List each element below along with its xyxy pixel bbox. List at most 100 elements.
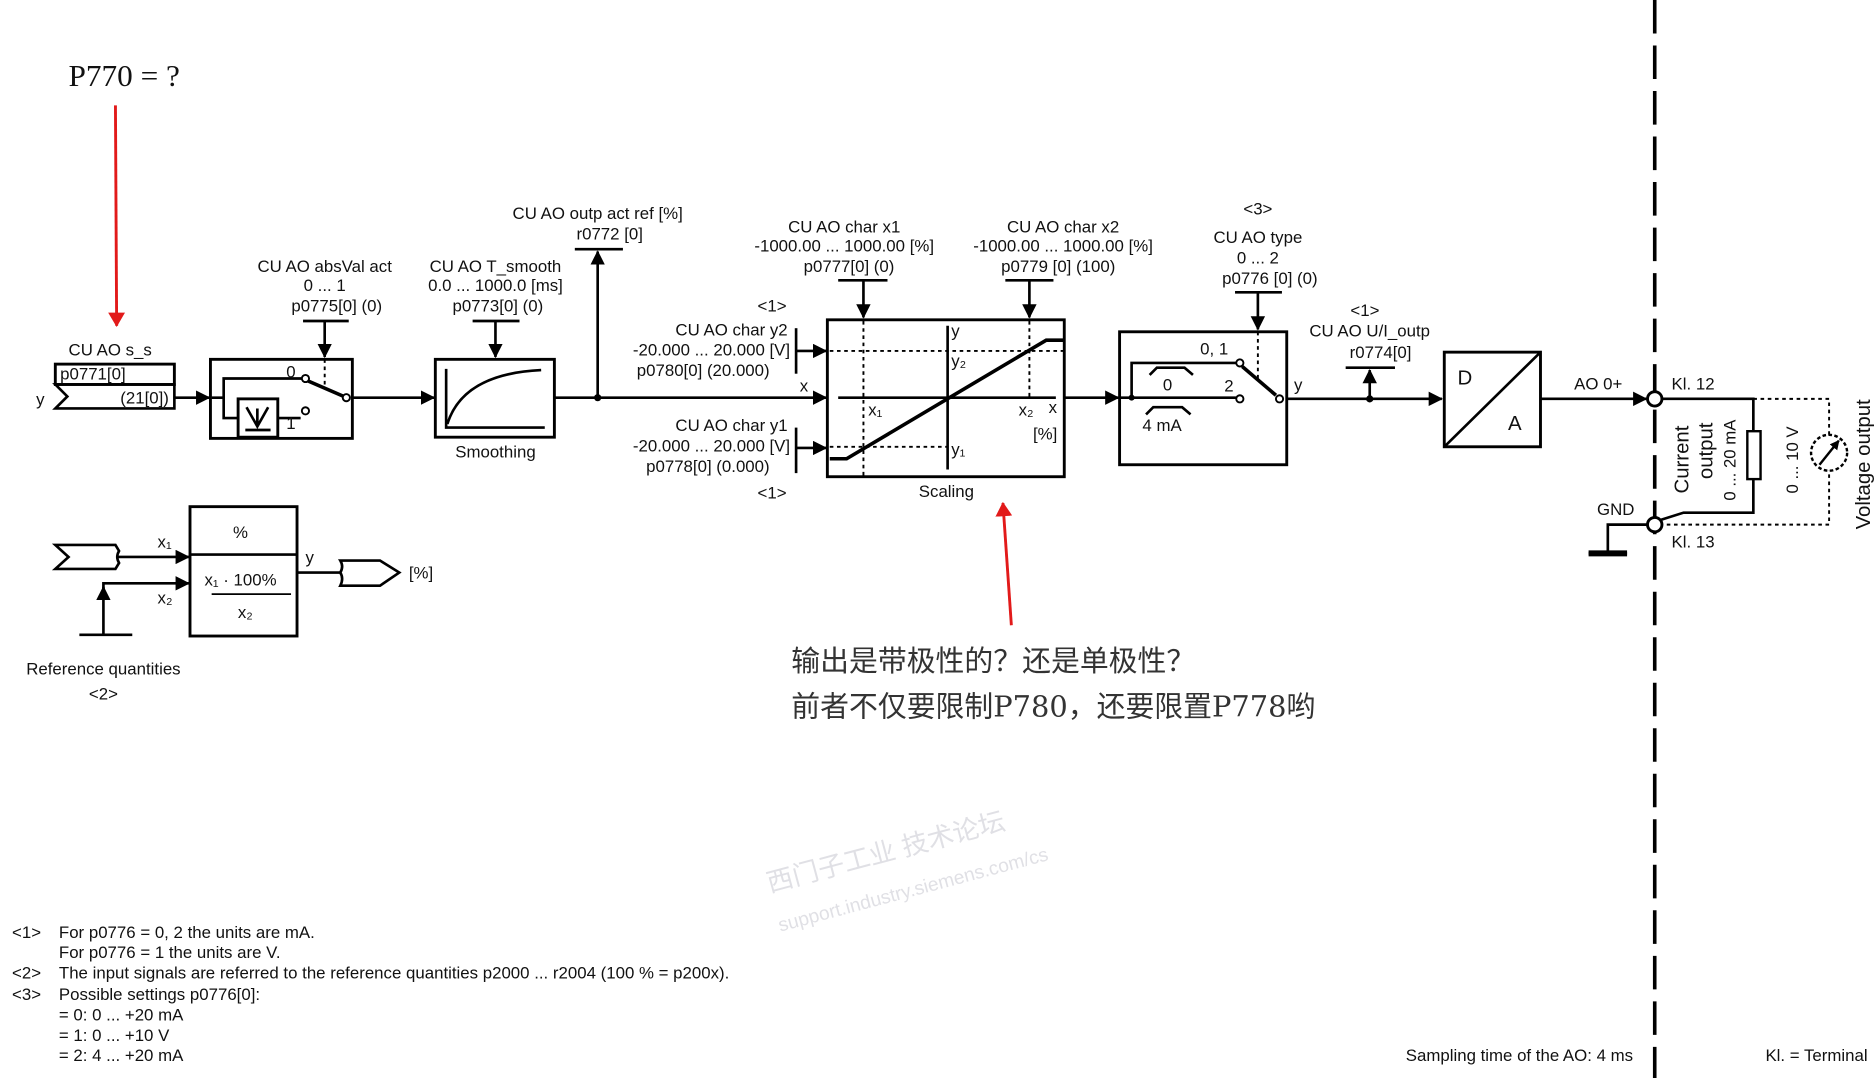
junction [1128, 394, 1135, 401]
source-y-label: y [36, 390, 45, 409]
absval-param: p0775[0] (0) [291, 296, 382, 315]
uioutp-param: r0774[0] [1350, 343, 1412, 362]
char-y1-title: CU AO char y1 [675, 416, 787, 435]
note-1: <1> [1350, 301, 1379, 320]
outref-param: r0772 [0] [576, 225, 642, 244]
offset-4ma-symbol [1145, 405, 1192, 416]
smoothing-range: 0.0 ... 1000.0 [ms] [428, 276, 563, 295]
aotype-4ma: 4 mA [1142, 416, 1182, 435]
aotype-switch [1241, 365, 1278, 397]
ref-denominator: x₂ [238, 603, 253, 622]
absval-pos0: 0 [286, 362, 295, 381]
char-x2-param: p0779 [0] (100) [1001, 257, 1115, 276]
char-x2-title: CU AO char x2 [1007, 217, 1119, 236]
load-resistor-icon [1746, 430, 1762, 481]
switch-contact [300, 373, 311, 384]
char-x2-range: -1000.00 ... 1000.00 [%] [973, 237, 1153, 256]
comment-line-2: 前者不仅要限制P780，还要限置P778哟 [791, 689, 1315, 723]
ref-label: Reference quantities [26, 659, 180, 678]
terminal-13[interactable] [1646, 516, 1664, 534]
absval-pos1: 1 [286, 414, 295, 433]
wire [102, 576, 191, 635]
aotype-y: y [1294, 376, 1303, 395]
terminal-12[interactable] [1646, 390, 1664, 408]
footnote-tag: <3> [12, 985, 41, 1004]
note-1: <1> [758, 483, 787, 502]
ao-label: AO 0+ [1574, 374, 1622, 393]
switch-contact [1235, 358, 1245, 368]
footnote-text: = 2: 4 ... +20 mA [59, 1046, 184, 1065]
absval-title: CU AO absVal act [257, 257, 392, 276]
switch-contact [341, 393, 351, 403]
source-title: CU AO s_s [69, 341, 152, 360]
absval-block[interactable] [209, 357, 354, 440]
smoothing-param: p0773[0] (0) [452, 296, 543, 315]
footnote-tag: <2> [12, 964, 41, 983]
aotype-title: CU AO type [1213, 228, 1302, 247]
absval-switch [307, 379, 345, 399]
wire [211, 377, 306, 420]
source-connector[interactable] [52, 383, 176, 410]
junction [1366, 395, 1374, 403]
wire [1120, 361, 1238, 399]
scaling-unit: [%] [1033, 425, 1057, 444]
ref-input-connector [51, 543, 121, 571]
switch-contact [1235, 394, 1245, 404]
scaling-characteristic [829, 338, 1064, 461]
terminal-legend: Kl. = Terminal [1765, 1046, 1867, 1065]
red-arrow-scaling [995, 501, 1013, 626]
source-param: p0771[0] [60, 365, 126, 384]
char-x1-param: p0777[0] (0) [804, 257, 895, 276]
aotype-pos01: 0, 1 [1200, 340, 1228, 359]
smoothing-label: Smoothing [455, 443, 535, 462]
note-1: <1> [758, 296, 787, 315]
outref-title: CU AO outp act ref [%] [513, 204, 683, 223]
current-label-1: Current [1671, 425, 1693, 493]
pt1-curve [444, 368, 545, 429]
char-x1-title: CU AO char x1 [788, 217, 900, 236]
current-loop-wire [1660, 397, 1755, 522]
absval-range: 0 ... 1 [304, 276, 346, 295]
reference-block [188, 505, 299, 638]
sampling-time: Sampling time of the AO: 4 ms [1406, 1046, 1633, 1065]
smoothing-title: CU AO T_smooth [430, 257, 562, 276]
char-y2-title: CU AO char y2 [675, 320, 787, 339]
note-2: <2> [89, 685, 118, 704]
terminal-12-label: Kl. 12 [1672, 374, 1715, 393]
scaling-y1: y₁ [951, 440, 965, 459]
scaling-x: x [1049, 398, 1058, 417]
ref-pct: % [233, 523, 248, 542]
char-y1-range: -20.000 ... 20.000 [V] [633, 437, 790, 456]
switch-contact [300, 406, 311, 416]
terminal-13-label: Kl. 13 [1672, 532, 1715, 551]
scaling-x1: x₁ [868, 401, 882, 420]
absval-symbol [245, 406, 271, 432]
voltage-range: 0 ... 10 V [1783, 426, 1802, 494]
current-range: 0 ... 20 mA [1720, 419, 1739, 501]
comment-line-1: 输出是带极性的？还是单极性？ [791, 644, 1195, 678]
dac-d: D [1458, 368, 1473, 390]
note-3: <3> [1243, 199, 1272, 218]
footnote-text: = 0: 0 ... +20 mA [59, 1006, 184, 1025]
scaling-y2: y₂ [951, 352, 966, 371]
aotype-zero: 0 [1163, 376, 1172, 395]
aotype-param: p0776 [0] (0) [1222, 269, 1317, 288]
char-y1-param: p0778[0] (0.000) [646, 457, 770, 476]
scaling-label: Scaling [919, 482, 974, 501]
footnote-text: For p0776 = 1 the units are V. [59, 943, 281, 962]
char-y2-range: -20.000 ... 20.000 [V] [633, 341, 790, 360]
uioutp-title: CU AO U/I_outp [1309, 322, 1430, 341]
voltmeter-needle [1818, 439, 1840, 466]
dac-diagonal [1443, 351, 1542, 448]
footnote-text: Possible settings p0776[0]: [59, 985, 260, 1004]
footnote-text: = 1: 0 ... +10 V [59, 1026, 170, 1045]
offset-0-symbol [1148, 366, 1194, 376]
footnote-text: For p0776 = 0, 2 the units are mA. [59, 923, 315, 942]
ground-wire [1588, 523, 1648, 555]
red-arrow-source [108, 105, 125, 327]
annotation-question: P770 = ? [69, 58, 180, 93]
current-output-label: Current output 0 ... 20 mA [1671, 419, 1739, 501]
footnote-text: The input signals are referred to the re… [59, 964, 729, 983]
scaling-y: y [951, 322, 960, 341]
